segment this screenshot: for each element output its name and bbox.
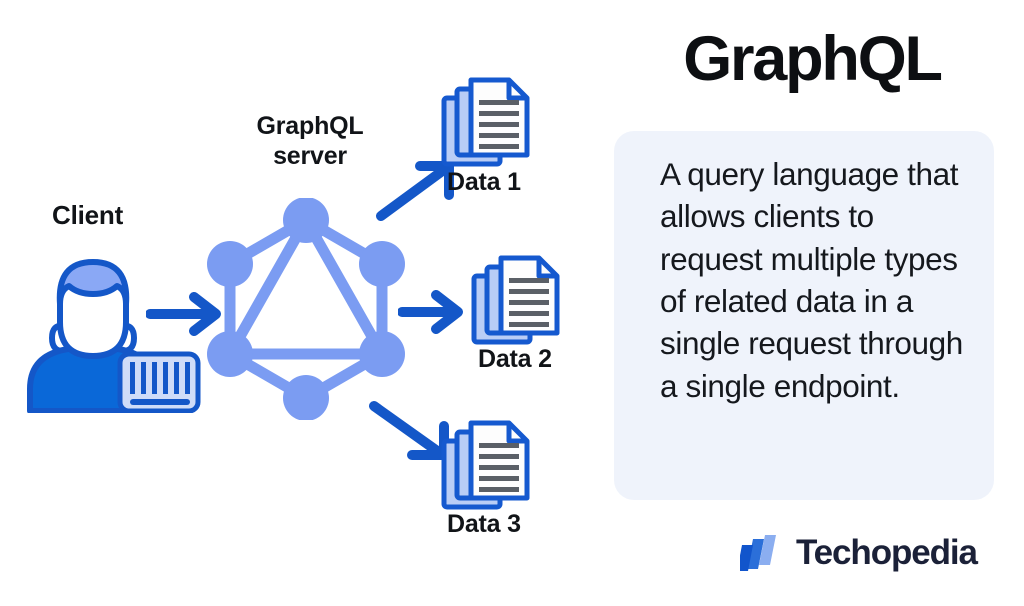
arrow-right-icon <box>397 290 470 334</box>
graphql-flow-diagram: Client GraphQL server <box>22 72 566 538</box>
client-person-icon <box>22 248 202 414</box>
info-panel: GraphQL A query language that allows cli… <box>600 0 1024 606</box>
techopedia-wordmark: Techopedia <box>796 533 978 572</box>
document-stack-icon <box>470 250 566 350</box>
graphql-hexagon-icon <box>200 197 412 421</box>
definition-box: A query language that allows clients to … <box>614 131 994 500</box>
page-title: GraphQL <box>683 24 943 94</box>
definition-text: A query language that allows clients to … <box>660 156 963 404</box>
graphql-server-label: GraphQL server <box>256 112 364 170</box>
techopedia-logo: Techopedia <box>737 528 990 580</box>
barcode-card-icon <box>117 351 201 414</box>
techopedia-mark-icon <box>737 532 786 574</box>
data-1-label: Data 1 <box>447 168 521 196</box>
data-2-label: Data 2 <box>478 345 552 373</box>
client-label: Client <box>52 200 124 230</box>
document-stack-icon <box>440 415 536 515</box>
document-stack-icon <box>440 72 536 172</box>
arrow-right-icon <box>145 292 228 336</box>
data-3-label: Data 3 <box>447 510 521 538</box>
